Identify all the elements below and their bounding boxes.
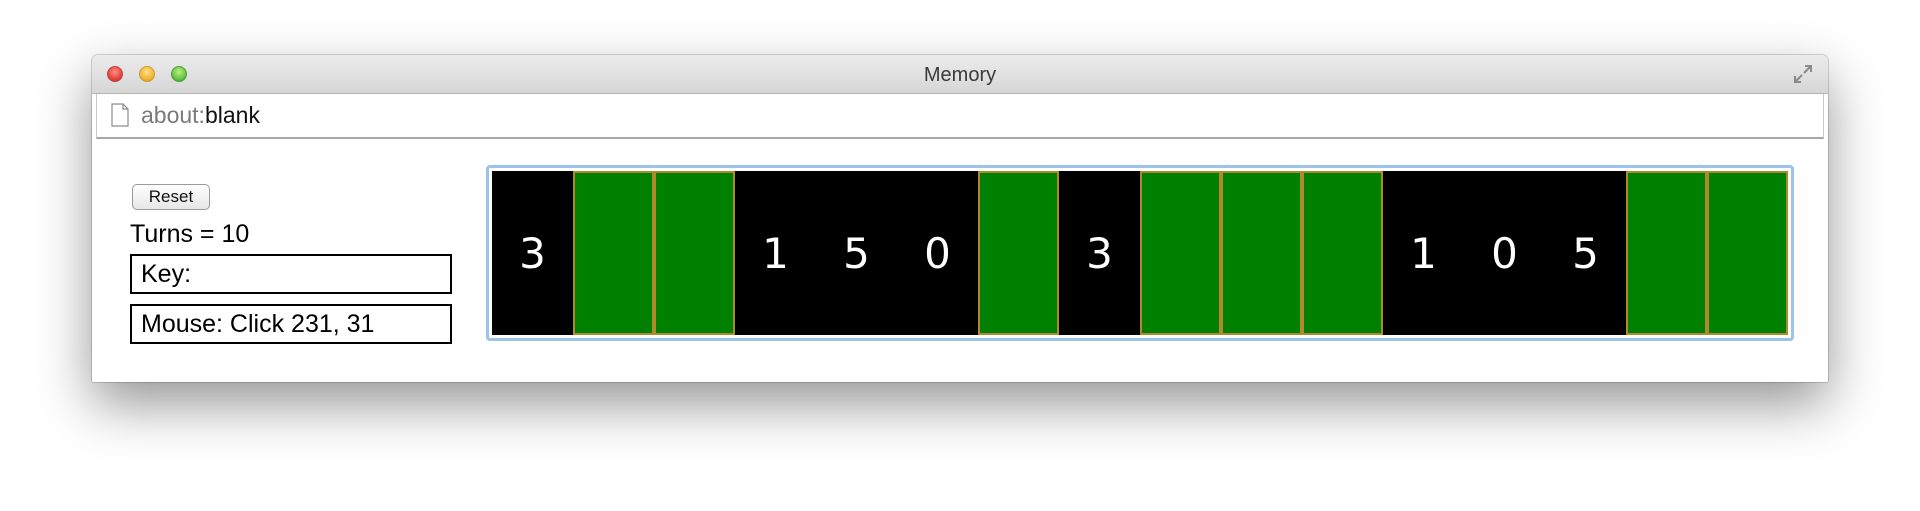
card-hidden[interactable]: [654, 171, 735, 335]
card-exposed[interactable]: 3: [1086, 228, 1113, 278]
card-exposed[interactable]: 3: [519, 228, 546, 278]
mouse-display: Mouse: Click 231, 31: [130, 304, 452, 344]
address-bar[interactable]: about:blank: [96, 94, 1824, 139]
title-bar: Memory: [92, 55, 1828, 94]
window-title: Memory: [923, 64, 997, 86]
page-icon: [111, 103, 129, 127]
card-exposed[interactable]: 5: [1572, 228, 1599, 278]
close-window-button[interactable]: [107, 66, 123, 82]
card-exposed[interactable]: 1: [1410, 228, 1437, 278]
url-path: blank: [204, 102, 260, 128]
url-scheme: about:: [141, 102, 205, 128]
page-content: Reset Turns = 10 Key: Mouse: Click 231, …: [92, 140, 1828, 382]
card-exposed[interactable]: 0: [924, 228, 951, 278]
reset-button[interactable]: Reset: [132, 184, 210, 210]
card-hidden[interactable]: [1302, 171, 1383, 335]
card-hidden[interactable]: [573, 171, 654, 335]
card-exposed[interactable]: 0: [1491, 228, 1518, 278]
card-hidden[interactable]: [1140, 171, 1221, 335]
minimize-window-button[interactable]: [139, 66, 155, 82]
memory-board[interactable]: 3 1 5 0 3 1 0 5: [492, 171, 1788, 335]
fullscreen-icon[interactable]: [1792, 63, 1814, 85]
card-exposed[interactable]: 5: [843, 228, 870, 278]
browser-window: Memory about:blank Reset Turns = 10 Key:…: [92, 55, 1828, 382]
card-hidden[interactable]: [1221, 171, 1302, 335]
card-exposed[interactable]: 1: [762, 228, 789, 278]
url-text[interactable]: about:blank: [141, 102, 260, 129]
turns-counter: Turns = 10: [130, 220, 250, 248]
card-hidden[interactable]: [1707, 171, 1788, 335]
zoom-window-button[interactable]: [171, 66, 187, 82]
game-canvas-frame: 3 1 5 0 3 1 0 5: [486, 165, 1794, 341]
card-hidden[interactable]: [1626, 171, 1707, 335]
key-display: Key:: [130, 254, 452, 294]
card-hidden[interactable]: [978, 171, 1059, 335]
